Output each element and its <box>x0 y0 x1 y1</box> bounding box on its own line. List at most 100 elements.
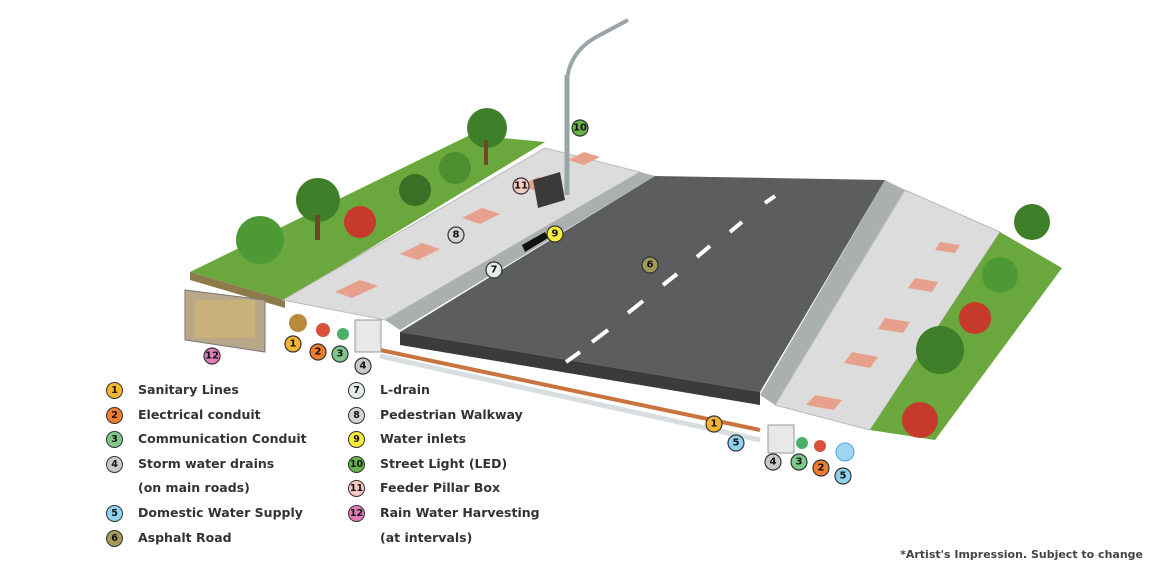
legend-label: Domestic Water Supply <box>138 504 303 520</box>
svg-text:7: 7 <box>491 265 498 276</box>
communication-conduit-left <box>337 328 349 340</box>
legend-label: Communication Conduit <box>138 431 307 447</box>
legend-label: Street Light (LED) <box>380 455 508 471</box>
svg-text:5: 5 <box>733 438 740 449</box>
legend-item-sub: (at intervals) <box>348 526 540 551</box>
legend-item: 7 L-drain <box>348 378 540 403</box>
badge-water-supply-road: 5 <box>727 434 745 452</box>
legend-label: Feeder Pillar Box <box>380 480 501 496</box>
road-side <box>400 332 760 405</box>
badge-communication-right: 3 <box>790 453 808 471</box>
legend-label: Storm water drains <box>138 455 275 471</box>
badge-storm-drain-right: 4 <box>764 453 782 471</box>
legend-badge: 4 <box>106 455 123 473</box>
svg-text:3: 3 <box>337 349 344 360</box>
walkway-tile <box>400 243 440 260</box>
l-drain-right <box>760 180 905 405</box>
svg-text:3: 3 <box>796 457 803 468</box>
water-pipe-right <box>835 442 855 462</box>
walkway-tile <box>806 395 842 410</box>
legend-item: 6 Asphalt Road <box>106 526 307 551</box>
badge-communication-left: 3 <box>331 345 349 363</box>
legend-badge: 9 <box>348 431 365 449</box>
legend-item: 4 Storm water drains <box>106 452 307 477</box>
badge-asphalt-road: 6 <box>641 256 659 274</box>
legend-item: 11 Feeder Pillar Box <box>348 476 540 501</box>
legend-badge: 3 <box>106 431 123 449</box>
badge-rain-water-harvesting: 12 <box>203 347 221 365</box>
communication-conduit-right <box>796 437 808 449</box>
svg-text:1: 1 <box>290 339 297 350</box>
svg-text:1: 1 <box>711 419 718 430</box>
badge-sanitary-lines-left: 1 <box>284 335 302 353</box>
legend-badge: 12 <box>348 504 365 522</box>
legend-label: Pedestrian Walkway <box>380 406 523 422</box>
water-inlet-grate <box>522 232 548 252</box>
legend-badge: 7 <box>348 382 365 399</box>
badge-electrical-left: 2 <box>309 343 327 361</box>
svg-text:9: 9 <box>552 229 559 240</box>
legend-item: 5 Domestic Water Supply <box>106 501 307 526</box>
svg-text:4: 4 <box>360 361 367 372</box>
walkway-tile <box>935 242 960 253</box>
walkway-tile <box>568 152 600 165</box>
legend-label: Electrical conduit <box>138 406 261 422</box>
svg-text:4: 4 <box>770 457 777 468</box>
walkway-tile <box>462 208 500 224</box>
storm-drain-left <box>354 319 382 353</box>
gravel-fill <box>195 300 255 338</box>
legend-badge: 5 <box>106 504 123 522</box>
storm-drain-right <box>767 424 795 454</box>
badge-feeder-pillar: 11 <box>512 177 530 195</box>
svg-text:12: 12 <box>205 351 219 362</box>
trees <box>236 108 1050 438</box>
svg-text:6: 6 <box>647 260 654 271</box>
disclaimer-note: *Artist's Impression. Subject to change <box>900 548 1143 561</box>
street-light-arm <box>565 18 629 81</box>
legend-badge: 6 <box>106 529 123 547</box>
legend-sublabel: (at intervals) <box>380 529 473 545</box>
legend-badge: 8 <box>348 406 365 424</box>
legend-badge: 11 <box>348 480 365 498</box>
badge-street-light: 10 <box>571 119 589 137</box>
left-planter-side <box>190 272 285 308</box>
badge-sanitary-lines-right: 1 <box>705 415 723 433</box>
water-pipe <box>379 353 761 443</box>
svg-text:2: 2 <box>315 347 322 358</box>
badge-electrical-right: 2 <box>812 459 830 477</box>
badge-storm-drain-left: 4 <box>354 357 372 375</box>
walkway-tile <box>335 280 378 298</box>
walkway-tile <box>844 352 878 368</box>
legend-label: Sanitary Lines <box>138 382 239 397</box>
badge-water-inlets: 9 <box>546 225 564 243</box>
svg-text:2: 2 <box>818 463 825 474</box>
feeder-pillar-box <box>533 172 565 208</box>
svg-text:11: 11 <box>514 181 528 192</box>
lane-markings <box>564 194 777 364</box>
legend-label: Asphalt Road <box>138 529 232 545</box>
legend-label: Water inlets <box>380 431 467 447</box>
legend-item: 3 Communication Conduit <box>106 427 307 452</box>
legend-left: 1 Sanitary Lines 2 Electrical conduit 3 Com… <box>106 378 307 550</box>
legend-item: 1 Sanitary Lines <box>106 378 307 403</box>
legend-item: 2 Electrical conduit <box>106 403 307 428</box>
svg-text:8: 8 <box>453 230 460 241</box>
walkway-tile <box>878 318 910 333</box>
legend-label: L-drain <box>380 382 430 397</box>
sanitary-pipe-left <box>289 314 307 332</box>
badge-water-supply-right: 5 <box>834 467 852 485</box>
legend-sublabel: (on main roads) <box>138 480 250 496</box>
legend-item: 12 Rain Water Harvesting <box>348 501 540 526</box>
badge-pedestrian-walkway: 8 <box>447 226 465 244</box>
legend-item: 9 Water inlets <box>348 427 540 452</box>
walkway-tile <box>908 278 938 292</box>
badge-l-drain: 7 <box>485 261 503 279</box>
svg-text:5: 5 <box>840 471 847 482</box>
legend-badge: 1 <box>106 382 123 399</box>
asphalt-road <box>400 176 885 392</box>
legend-label: Rain Water Harvesting <box>380 504 540 520</box>
electrical-conduit-left <box>316 323 330 337</box>
legend-badge: 2 <box>106 406 123 424</box>
